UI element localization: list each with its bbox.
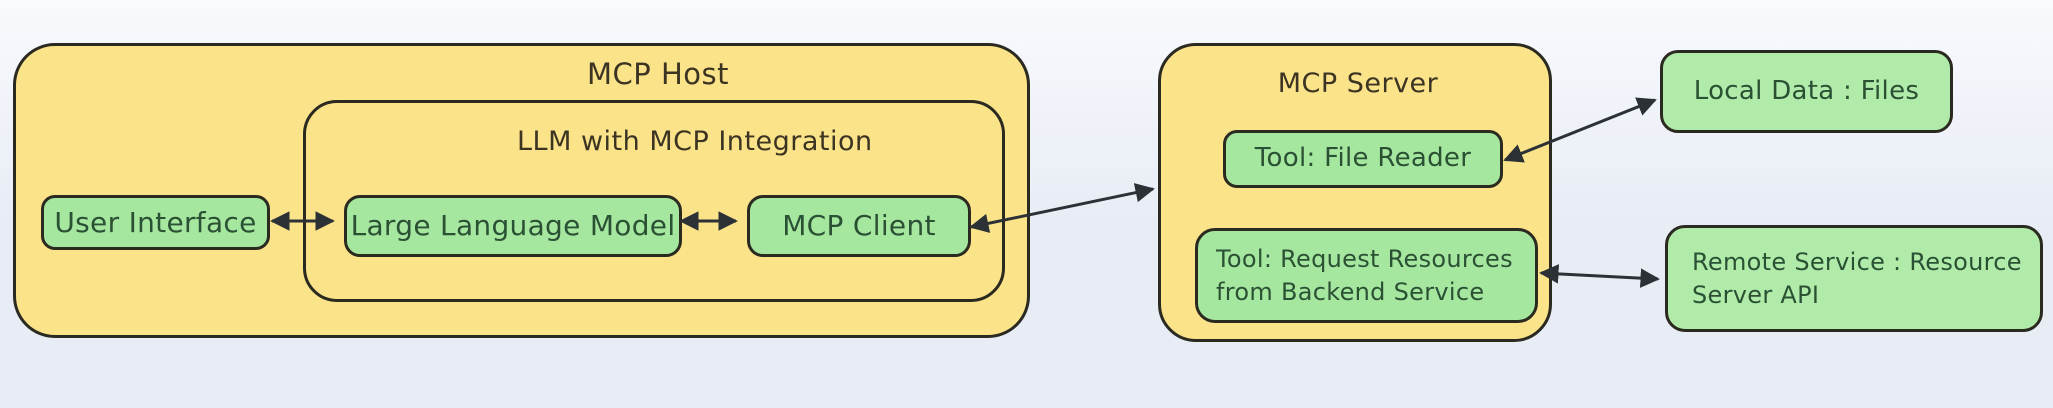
llm-integration-title: LLM with MCP Integration [517, 126, 873, 157]
mcp-server-box: MCP Server Tool: File Reader Tool: Reque… [1158, 43, 1552, 342]
llm-integration-box: LLM with MCP Integration Large Language … [303, 100, 1005, 302]
tool-file-reader-node: Tool: File Reader [1223, 130, 1503, 188]
mcp-host-title: MCP Host [586, 57, 729, 91]
local-data-files-node: Local Data : Files [1660, 50, 1953, 133]
arrow-reqres-remote [1539, 264, 1660, 288]
mcp-client-node: MCP Client [747, 195, 971, 257]
remote-service-node: Remote Service : Resource Server API [1665, 225, 2043, 332]
large-language-model-node: Large Language Model [344, 195, 682, 257]
mcp-server-title: MCP Server [1277, 68, 1439, 99]
mcp-host-box: MCP Host User Interface LLM with MCP Int… [13, 43, 1030, 338]
tool-request-resources-node: Tool: Request Resources from Backend Ser… [1195, 228, 1538, 323]
user-interface-node: User Interface [41, 195, 270, 250]
